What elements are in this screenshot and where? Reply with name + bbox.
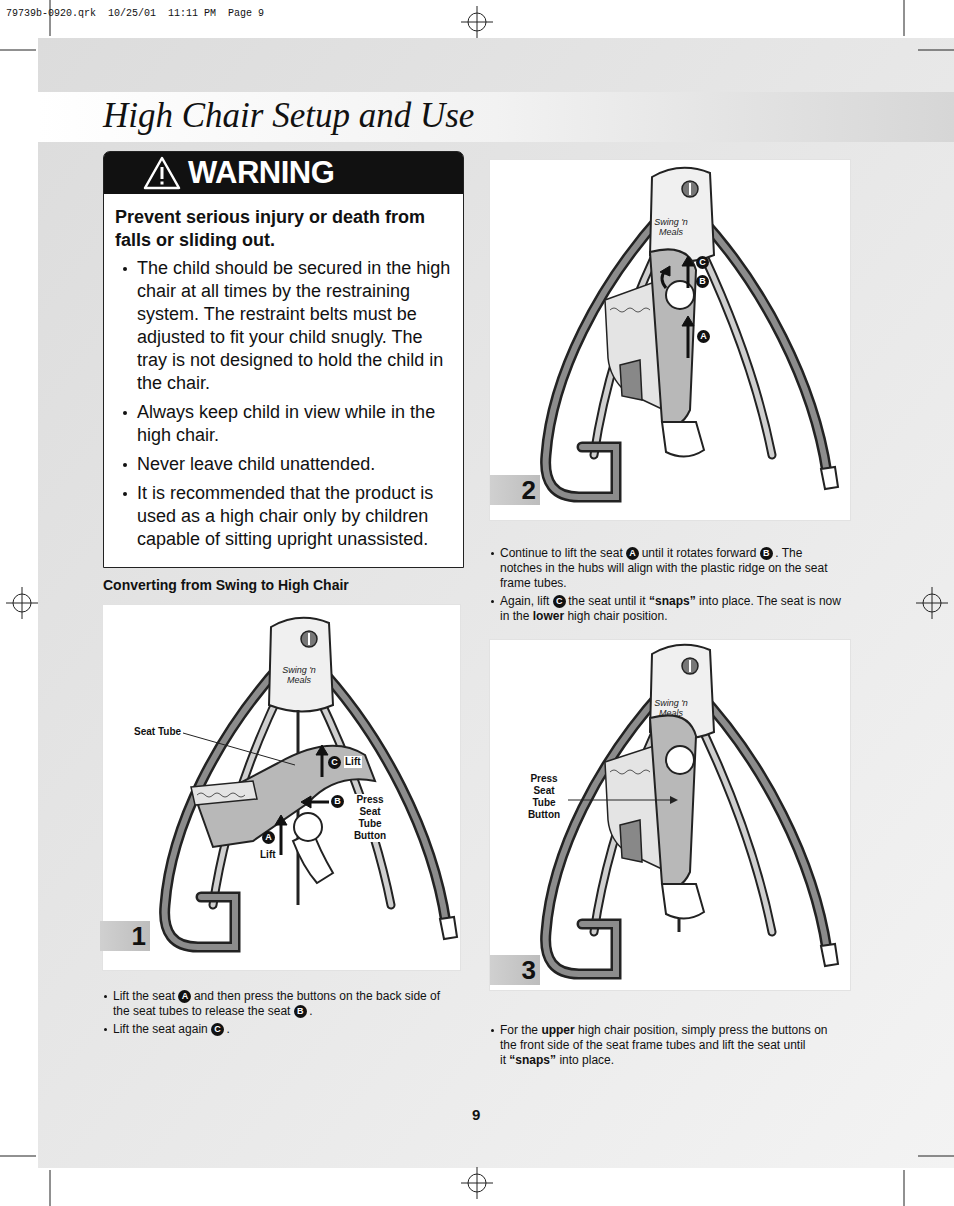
instruction-word: high chair position. <box>567 609 667 623</box>
instruction-word: lower <box>533 609 564 623</box>
warning-text: The child should be secured in the high … <box>137 258 450 393</box>
part-label: Lift <box>259 849 277 861</box>
instruction-text: Again, liftCthe seat until it“snaps”into… <box>490 594 842 624</box>
callout-letter: B <box>294 1005 307 1018</box>
warning-bullet: The child should be secured in the high … <box>115 257 453 395</box>
bullet-dot <box>123 463 127 467</box>
instruction-word: the seat until it <box>568 594 645 608</box>
part-label: Press Seat Tube Button <box>346 794 394 842</box>
instruction-word: Again, lift <box>500 594 549 608</box>
warning-bullet: Never leave child unattended. <box>115 453 453 476</box>
callout-letter: C <box>328 756 341 769</box>
page-title: High Chair Setup and Use <box>103 96 474 136</box>
bullet-dot <box>104 1028 107 1031</box>
instruction-word: For the <box>500 1023 538 1037</box>
instruction-word: Continue to lift the seat <box>500 546 623 560</box>
warning-bullet: Always keep child in view while in the h… <box>115 401 453 447</box>
callout-letter: A <box>626 547 639 560</box>
step-tab: 2 <box>490 475 540 505</box>
part-label: Seat Tube <box>133 726 182 738</box>
part-label: Swing 'n Meals <box>645 698 697 718</box>
step-tab: 1 <box>100 921 150 951</box>
callout-letter: C <box>553 595 566 608</box>
instruction-word: Lift the seat <box>113 989 175 1003</box>
page-label: 79739b-0920.qrk 10/25/01 11:11 PM Page 9 <box>6 8 264 20</box>
bullet-dot <box>123 267 127 271</box>
callout-letter: A <box>262 831 275 844</box>
bullet-dot <box>491 1029 494 1032</box>
instruction-word: . <box>309 1004 312 1018</box>
callout-letter: C <box>211 1023 224 1036</box>
instruction-word: “snaps” <box>509 1053 556 1067</box>
warning-title: WARNING <box>188 155 334 191</box>
part-label: Swing 'n Meals <box>273 665 325 685</box>
instruction-word: upper <box>541 1023 574 1037</box>
step-panel: 3 Swing 'n MealsPress Seat Tube Button <box>490 640 850 990</box>
warning-box: WARNING Prevent serious injury or death f… <box>103 151 464 568</box>
part-label: Swing 'n Meals <box>645 217 697 237</box>
callout-letter: A <box>697 330 710 343</box>
part-label: Lift <box>344 756 362 768</box>
callout-letter: B <box>331 795 344 808</box>
warning-bullet: It is recommended that the product is us… <box>115 482 453 551</box>
step-panel: 2 Swing 'n MealsCB A <box>490 160 850 520</box>
bullet-dot <box>491 552 494 555</box>
bullet-dot <box>123 492 127 496</box>
instruction-word: until it rotates forward <box>642 546 757 560</box>
instruction-text: Continue to lift the seatAuntil it rotat… <box>490 546 842 591</box>
warning-triangle <box>142 155 182 191</box>
instruction-word: Lift the seat again <box>113 1022 208 1036</box>
bullet-dot <box>491 600 494 603</box>
swing-illustration <box>490 160 850 520</box>
page-label: Converting from Swing to High Chair <box>103 577 349 593</box>
warning-text: Never leave child unattended. <box>137 454 375 474</box>
part-label: Press Seat Tube Button <box>520 773 568 821</box>
bullet-dot <box>123 411 127 415</box>
page-label: 9 <box>472 1106 480 1123</box>
step-number: 1 <box>132 921 146 951</box>
warning-body: Prevent serious injury or death from fal… <box>104 194 463 567</box>
warning-heading: Prevent serious injury or death from fal… <box>115 206 453 252</box>
step-tab: 3 <box>490 955 540 985</box>
instruction-text: Lift the seat againC. <box>103 1022 459 1037</box>
bullet-dot <box>104 995 107 998</box>
warning-header: WARNING <box>104 152 463 194</box>
callout-letter: C <box>696 256 709 269</box>
instruction-word: . <box>227 1022 230 1036</box>
instruction-word: “snaps” <box>649 594 696 608</box>
instruction-text: Lift the seatAand then press the buttons… <box>103 989 459 1019</box>
warning-text: It is recommended that the product is us… <box>137 483 433 549</box>
swing-illustration <box>103 605 460 970</box>
step-panel: 1Seat TubeCLiftBPress Seat Tube ButtonAL… <box>103 605 460 970</box>
step-number: 3 <box>522 955 536 985</box>
instruction-text: For theupperhigh chair position, simply … <box>490 1023 846 1068</box>
callout-letter: B <box>696 275 709 288</box>
callout-letter: A <box>178 990 191 1003</box>
instruction-word: into place. <box>559 1053 614 1067</box>
step-number: 2 <box>522 475 536 505</box>
warning-text: Always keep child in view while in the h… <box>137 402 435 445</box>
callout-letter: B <box>760 547 773 560</box>
